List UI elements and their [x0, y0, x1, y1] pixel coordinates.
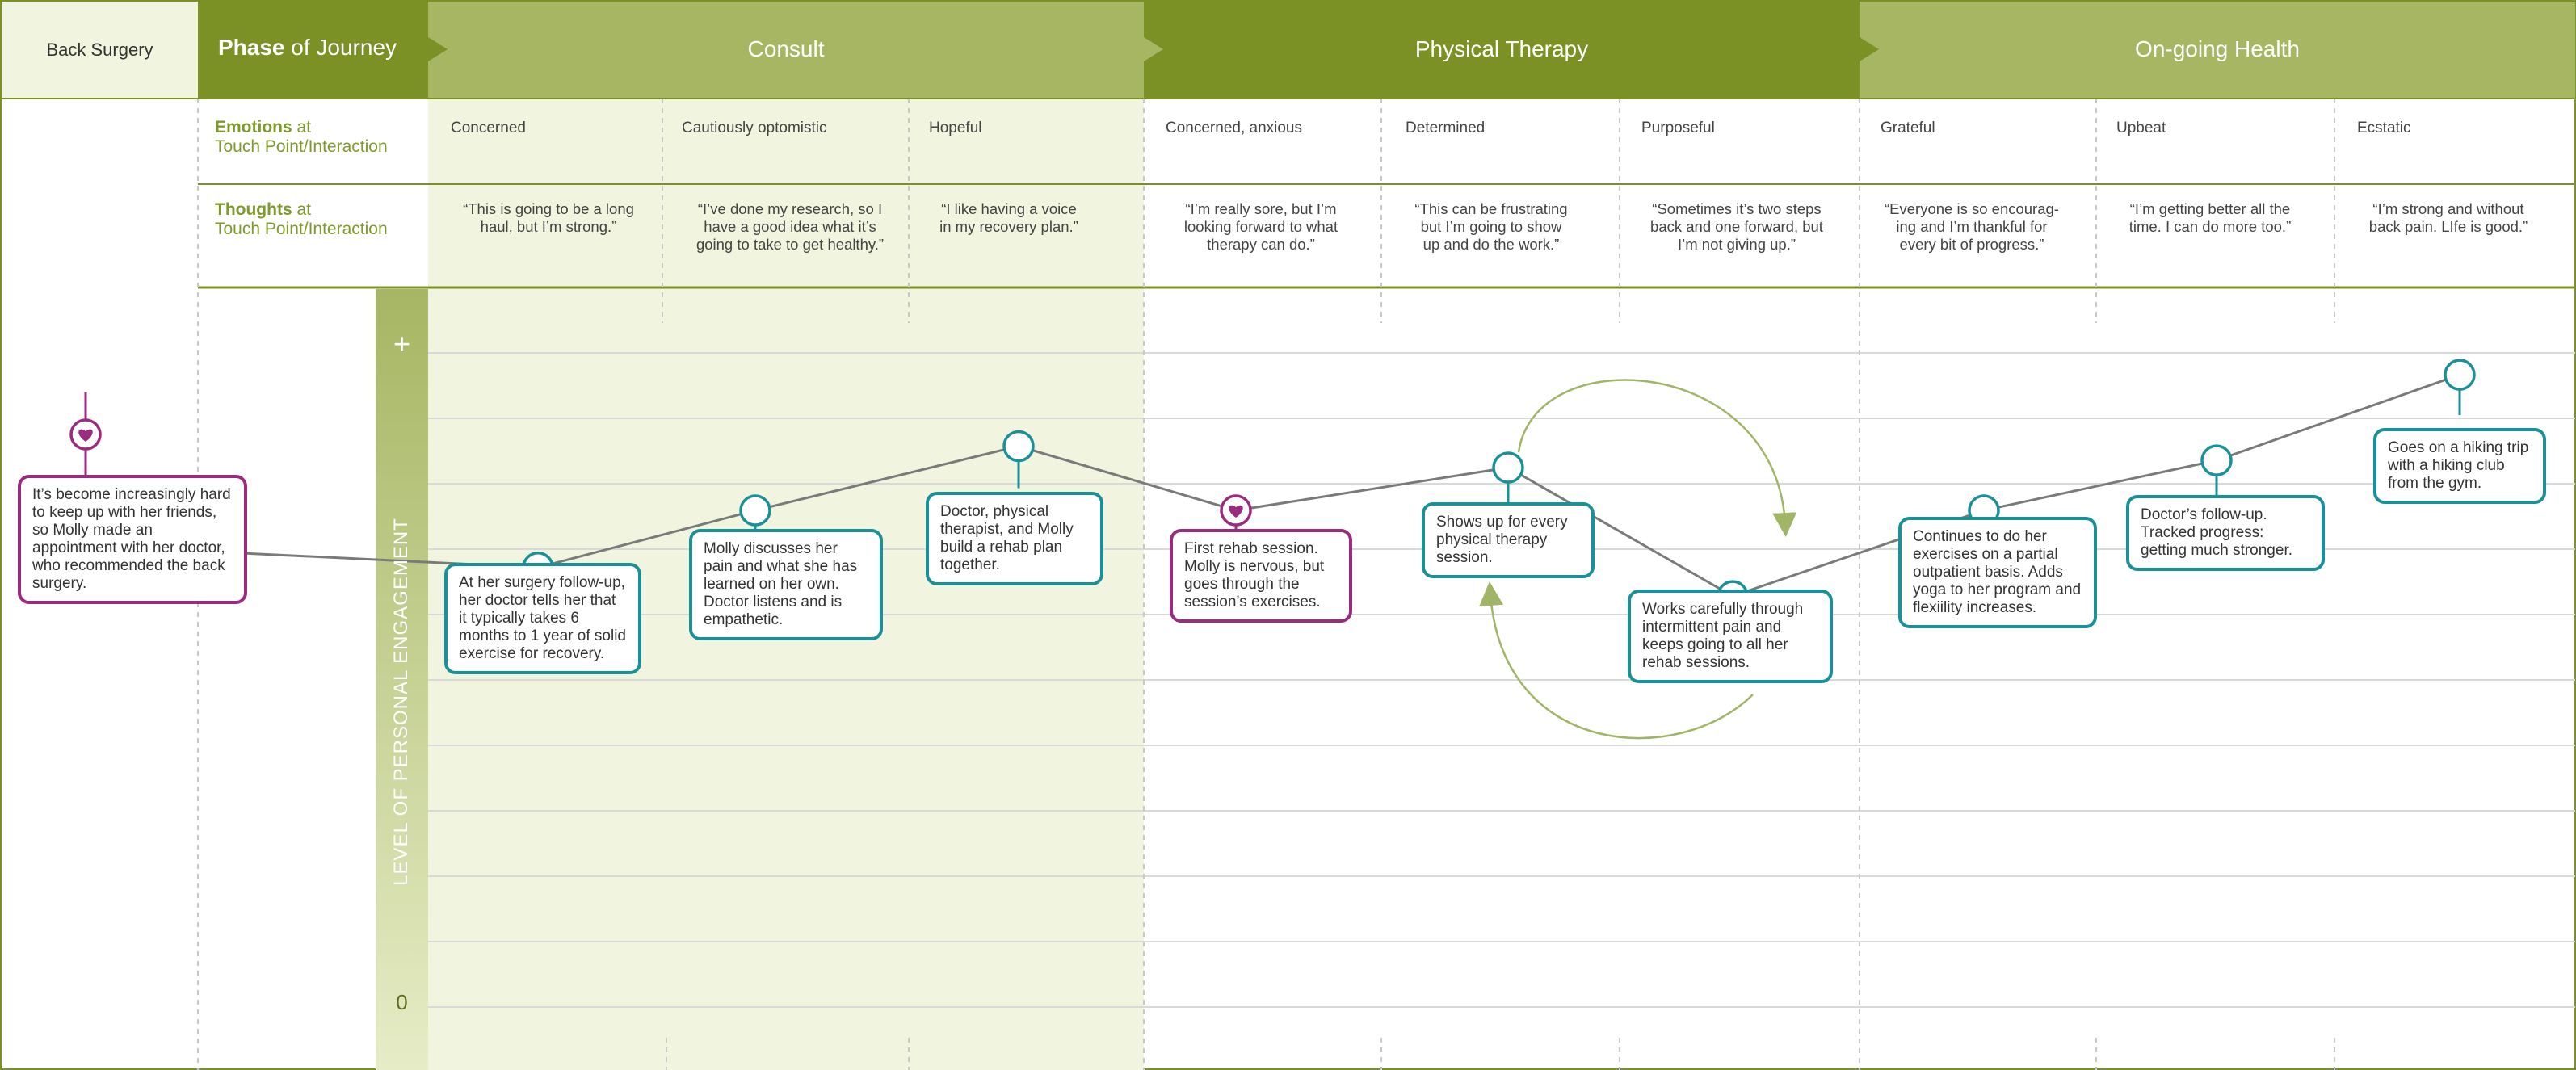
thought-line: back and one forward, but: [1650, 218, 1823, 235]
journey-card: Shows up for every physical therapy sess…: [1422, 502, 1595, 578]
thought-cell: “Everyone is so encourag-ing and I’m tha…: [1866, 200, 2078, 254]
thought-line: but I’m going to show: [1420, 218, 1562, 235]
thought-line: “I’ve done my research, so I: [697, 200, 883, 217]
thought-line: “Everyone is so encourag-: [1885, 200, 2059, 217]
emotion-cell: Purposeful: [1641, 120, 1715, 136]
thoughts-label-rest: at: [292, 200, 311, 219]
thoughts-label-line2: Touch Point/Interaction: [215, 220, 388, 238]
emotions-row-label: Emotions at Touch Point/Interaction: [215, 118, 388, 157]
phase-physical-therapy: Physical Therapy: [1414, 36, 1589, 61]
emotion-cell: Ecstatic: [2357, 120, 2411, 136]
thought-line: have a good idea what it’s: [704, 218, 876, 235]
journey-card: First rehab session. Molly is nervous, b…: [1170, 529, 1352, 623]
title-cell: Back Surgery: [46, 40, 153, 60]
engagement-line: [243, 373, 2460, 598]
thought-line: every bit of progress.”: [1899, 236, 2044, 253]
journey-card: Doctor, physical therapist, and Molly bu…: [926, 492, 1103, 585]
emotion-cell: Determined: [1406, 120, 1486, 136]
emotion-cell: Concerned, anxious: [1166, 120, 1302, 136]
touchpoint-marker: [1492, 451, 1524, 484]
thought-line: “This is going to be a long: [463, 200, 634, 217]
journey-card: Continues to do her exercises on a parti…: [1898, 517, 2097, 628]
emotion-cell: Hopeful: [929, 120, 982, 136]
journey-card: At her surgery follow-up, her doctor tel…: [444, 563, 641, 674]
phase-header-rest: of Journey: [284, 35, 397, 60]
touchpoint-marker: [2200, 444, 2233, 476]
phase-ongoing-health: On-going Health: [2135, 36, 2300, 61]
journey-card: It’s become increasingly hard to keep up…: [18, 475, 247, 604]
thought-line: in my recovery plan.”: [939, 218, 1078, 235]
thoughts-row-label: Thoughts at Touch Point/Interaction: [215, 200, 388, 239]
emotion-cell: Grateful: [1881, 120, 1935, 136]
thoughts-label-bold: Thoughts: [215, 200, 292, 219]
thought-line: “I’m strong and without: [2372, 200, 2524, 217]
phase-header: Phase of Journey: [218, 0, 397, 99]
axis-title: LEVEL OF PERSONAL ENGAGEMENT: [390, 518, 412, 886]
emotion-cell: Cautiously optomistic: [682, 120, 827, 136]
journey-card: Works carefully through intermittent pai…: [1628, 590, 1833, 683]
phase-consult-bg: [428, 2, 1144, 99]
emotions-label-line2: Touch Point/Interaction: [215, 137, 388, 156]
axis-plus-label: +: [393, 327, 411, 360]
thought-line: ing and I’m thankful for: [1896, 218, 2048, 235]
touchpoint-marker: [739, 494, 771, 527]
thought-line: up and do the work.”: [1422, 236, 1560, 253]
cycle-arrow-bottom: [1479, 581, 1754, 740]
thought-line: looking forward to what: [1183, 218, 1338, 235]
title-cell-bg: [2, 2, 198, 99]
thought-line: haul, but I’m strong.”: [480, 218, 617, 235]
engagement-axis: [376, 289, 428, 1070]
thought-line: “This can be frustrating: [1414, 200, 1568, 217]
thought-line: going to take to get healthy.”: [695, 236, 885, 253]
thought-line: therapy can do.”: [1207, 236, 1315, 253]
journey-card: Goes on a hiking trip with a hiking club…: [2373, 428, 2546, 504]
journey-card: Molly discusses her pain and what she ha…: [689, 529, 883, 640]
journey-card: Doctor’s follow-up. Tracked progress: ge…: [2126, 495, 2325, 571]
thought-line: back pain. LIfe is good.”: [2368, 218, 2528, 235]
phase-consult: Consult: [747, 36, 825, 61]
phase-therapy-bg: [1144, 2, 1860, 99]
phase-ongoing-bg: [1860, 2, 2575, 99]
thought-line: time. I can do more too.”: [2128, 218, 2292, 235]
emotions-label-rest: at: [292, 118, 312, 136]
axis-zero-label: 0: [396, 990, 408, 1014]
phase-header-bg: [198, 2, 428, 99]
phase-arrow-icon: [1860, 37, 1879, 61]
phase-header-bold: Phase: [218, 35, 285, 60]
emotion-cell: Concerned: [451, 120, 526, 136]
touchpoint-marker: [2444, 359, 2476, 391]
thought-line: “Sometimes it’s two steps: [1652, 200, 1822, 217]
emotion-cell: Upbeat: [2116, 120, 2166, 136]
thought-line: I’m not giving up.”: [1677, 236, 1796, 253]
touchpoint-marker: [1002, 430, 1035, 463]
heart-icon: [78, 429, 93, 442]
thought-line: “I’m really sore, but I’m: [1185, 200, 1337, 217]
phase-arrow-icon: [428, 37, 448, 61]
thought-line: “I’m getting better all the: [2129, 200, 2291, 217]
heart-icon: [1229, 505, 1243, 518]
phase-arrow-icon: [1144, 37, 1163, 61]
emotions-label-bold: Emotions: [215, 118, 292, 136]
cycle-arrow-top: [1517, 379, 1797, 537]
thought-line: “I like having a voice: [941, 200, 1077, 217]
